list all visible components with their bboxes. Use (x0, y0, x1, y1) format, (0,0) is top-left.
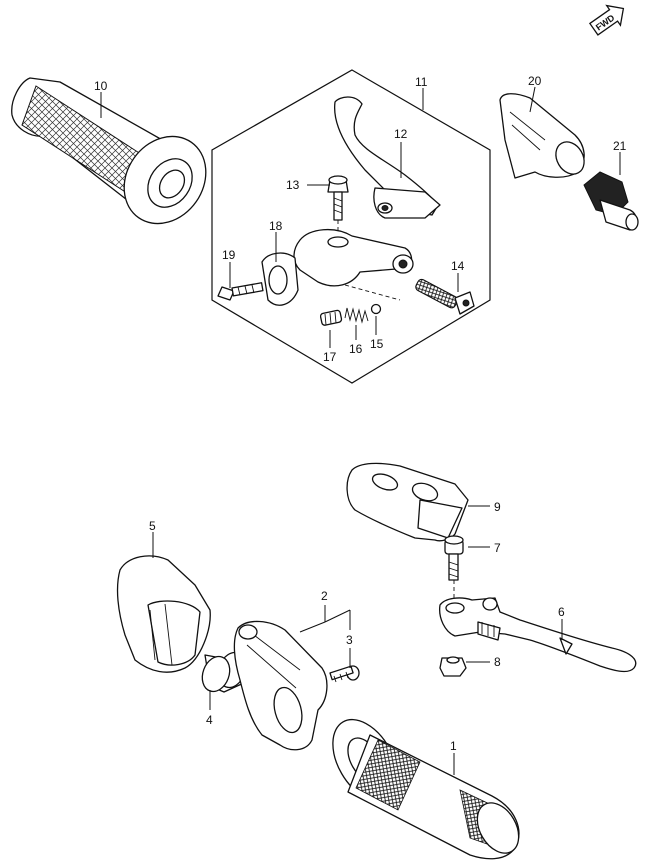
callout-21: 21 (613, 139, 627, 153)
leader-lines (100, 86, 621, 775)
cover-boot-part20 (499, 93, 585, 179)
pivot-bolt-part13 (327, 175, 349, 238)
callout-15: 15 (370, 337, 384, 351)
switch-housing-part9 (346, 462, 469, 542)
callout-8: 8 (494, 655, 501, 669)
callout-9: 9 (494, 500, 501, 514)
callout-18: 18 (269, 219, 283, 233)
screw-part3 (329, 665, 360, 683)
nut-part8 (439, 656, 467, 677)
adjuster-part21 (583, 171, 639, 231)
cable-adjuster-part14 (415, 278, 475, 315)
callout-1: 1 (450, 739, 457, 753)
callout-3: 3 (346, 633, 353, 647)
clutch-lever-part11 (334, 96, 441, 219)
detent-ball-part15 (370, 303, 382, 315)
brake-lever-part6 (439, 597, 637, 673)
left-grip-part10 (11, 77, 207, 225)
lever-bolt-part7 (444, 535, 464, 600)
callout-5: 5 (149, 519, 156, 533)
callout-19: 19 (222, 248, 236, 262)
callout-4: 4 (206, 713, 213, 727)
callout-6: 6 (558, 605, 565, 619)
callout-17: 17 (323, 350, 337, 364)
callout-2: 2 (321, 589, 328, 603)
pin-part17 (319, 309, 343, 326)
callout-16: 16 (349, 342, 363, 356)
throttle-housing-part2 (233, 620, 328, 751)
callout-13: 13 (286, 178, 300, 192)
callout-7: 7 (494, 541, 501, 555)
callout-10: 10 (94, 79, 108, 93)
right-grip-part1 (332, 718, 520, 860)
callout-12: 12 (394, 127, 408, 141)
clamp-bolt-part19 (217, 282, 264, 301)
spring-part16 (344, 307, 369, 324)
callout-14: 14 (451, 259, 465, 273)
lever-perch-part18 (261, 229, 414, 306)
fwd-arrow-icon: FWD (588, 4, 625, 36)
throttle-cover-part5 (116, 555, 211, 673)
callout-20: 20 (528, 74, 542, 88)
callout-labels: 1 2 3 4 5 6 7 8 9 10 11 12 13 14 15 16 1… (94, 74, 627, 753)
assembly-boundary-hexagon (211, 69, 491, 384)
callout-11: 11 (415, 75, 428, 89)
